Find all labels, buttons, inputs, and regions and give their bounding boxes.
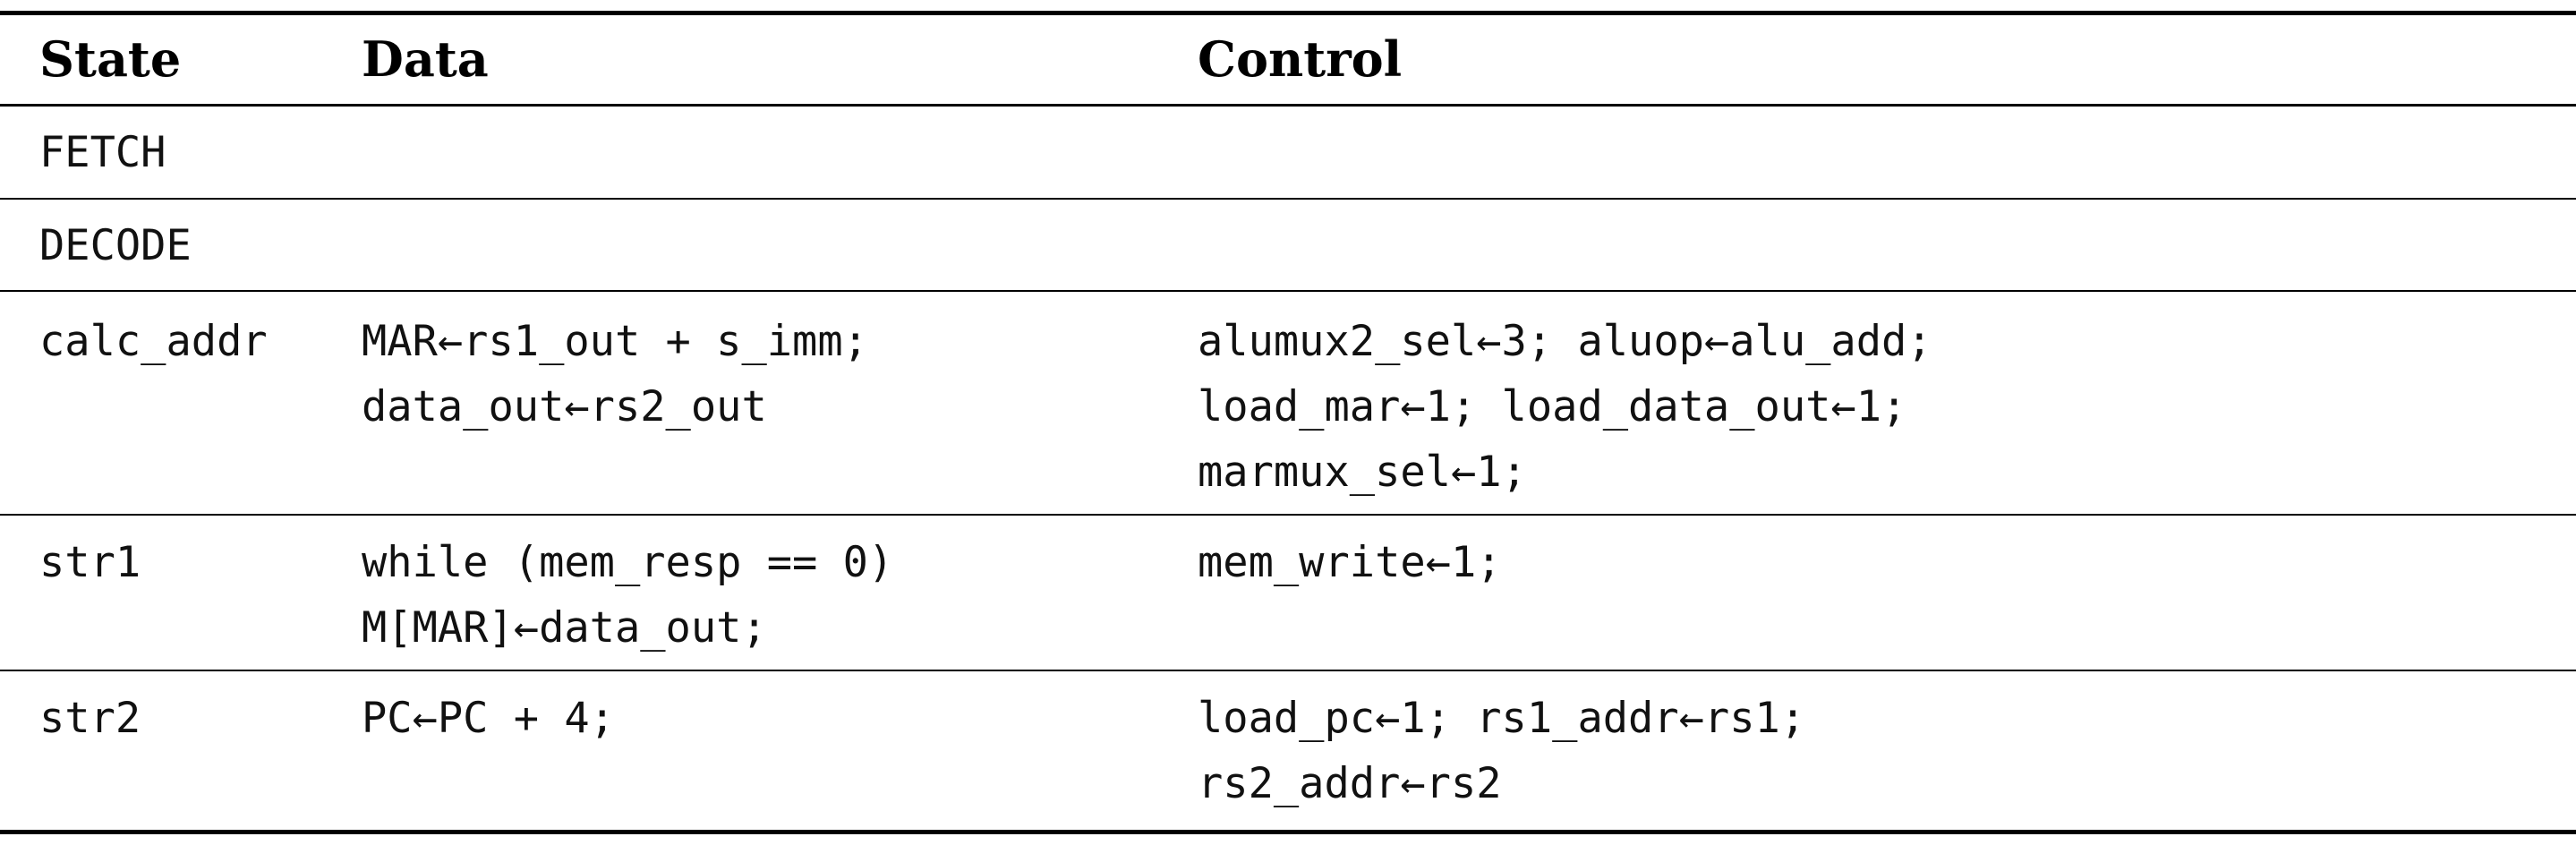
control-line: mem_write←1;	[1198, 538, 1502, 587]
header-rule	[0, 104, 2576, 107]
row-control-calc-addr: alumux2_sel←3; aluop←alu_add; load_mar←1…	[1198, 309, 1932, 505]
data-line: PC←PC + 4;	[362, 694, 615, 743]
data-line: while (mem_resp == 0)	[362, 538, 894, 587]
row-state-fetch: FETCH	[39, 128, 166, 177]
top-rule	[0, 11, 2576, 15]
row-state-decode: DECODE	[39, 221, 192, 270]
row-state-str1: str1	[39, 538, 141, 587]
row-data-calc-addr: MAR←rs1_out + s_imm; data_out←rs2_out	[362, 309, 868, 440]
row-control-str2: load_pc←1; rs1_addr←rs1; rs2_addr←rs2	[1198, 686, 1805, 816]
control-line: load_mar←1; load_data_out←1;	[1198, 382, 1907, 431]
control-line: alumux2_sel←3; aluop←alu_add;	[1198, 317, 1932, 366]
header-state: State	[39, 30, 182, 88]
data-line: M[MAR]←data_out;	[362, 603, 767, 653]
header-data: Data	[362, 30, 489, 88]
header-control: Control	[1198, 30, 1403, 88]
control-line: load_pc←1; rs1_addr←rs1;	[1198, 694, 1806, 743]
row-state-calc-addr: calc_addr	[39, 317, 268, 366]
control-line: marmux_sel←1;	[1198, 448, 1527, 497]
row-divider	[0, 670, 2576, 671]
row-data-str1: while (mem_resp == 0) M[MAR]←data_out;	[362, 530, 893, 661]
row-control-str1: mem_write←1;	[1198, 530, 1502, 595]
row-divider	[0, 290, 2576, 292]
data-line: data_out←rs2_out	[362, 382, 767, 431]
row-divider	[0, 514, 2576, 516]
row-data-str2: PC←PC + 4;	[362, 686, 615, 751]
row-divider	[0, 198, 2576, 200]
row-state-str2: str2	[39, 694, 141, 743]
control-line: rs2_addr←rs2	[1198, 759, 1502, 808]
data-line: MAR←rs1_out + s_imm;	[362, 317, 868, 366]
bottom-rule	[0, 830, 2576, 834]
